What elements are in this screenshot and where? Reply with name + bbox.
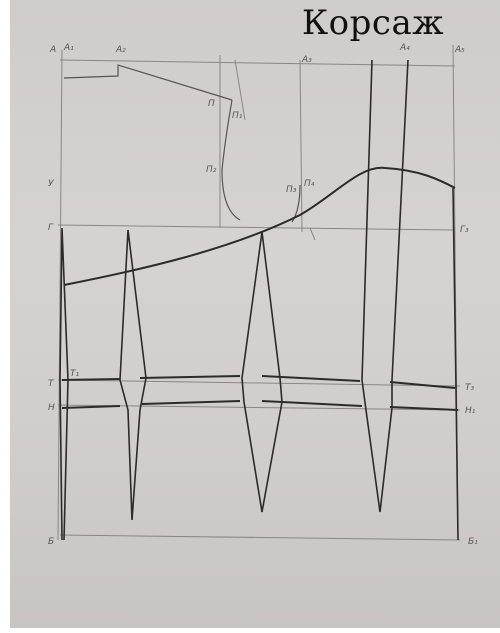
label-h1: Н₁ — [465, 406, 476, 416]
armhole-contour — [63, 166, 456, 286]
construction-lines — [57, 44, 461, 541]
back-dart — [361, 59, 409, 513]
label-t1: Т₁ — [70, 369, 79, 379]
pattern-paper — [10, 0, 500, 628]
front-dart — [119, 229, 147, 521]
back-edge — [452, 187, 459, 541]
label-u: У — [48, 179, 54, 189]
label-p1: П₁ — [232, 111, 243, 121]
darts — [119, 59, 409, 521]
label-t: Т — [48, 379, 55, 389]
label-g3: Г₃ — [460, 225, 469, 235]
front-center-line — [57, 49, 63, 541]
point-labels: А А₁ А₂ А₃ А₄ А₅ Б Б₁ Т Т₁ Т₃ Н Н₁ Г Г₃ … — [48, 43, 478, 547]
label-a1: А₁ — [63, 43, 74, 53]
hem-line — [59, 534, 461, 541]
label-a5: А₅ — [454, 45, 465, 55]
label-a: А — [49, 45, 56, 55]
label-a3: А₃ — [301, 55, 312, 65]
label-b1: Б₁ — [468, 537, 478, 547]
neck-shoulder — [63, 64, 301, 223]
label-p: П — [208, 99, 215, 109]
side-dart — [241, 231, 283, 513]
label-p4: П₄ — [304, 179, 315, 189]
waist-line — [61, 375, 456, 389]
label-p3: П₃ — [286, 185, 297, 195]
hip-line — [61, 400, 459, 411]
label-t3: Т₃ — [465, 383, 474, 393]
front-edge — [59, 227, 69, 541]
label-b: Б — [48, 537, 54, 547]
label-h: Н — [48, 403, 55, 413]
label-g: Г — [48, 223, 54, 233]
label-a2: А₂ — [115, 45, 126, 55]
label-p2: П₂ — [206, 165, 217, 175]
label-a4: А₄ — [399, 43, 410, 53]
slide-title: Корсаж — [301, 3, 444, 43]
